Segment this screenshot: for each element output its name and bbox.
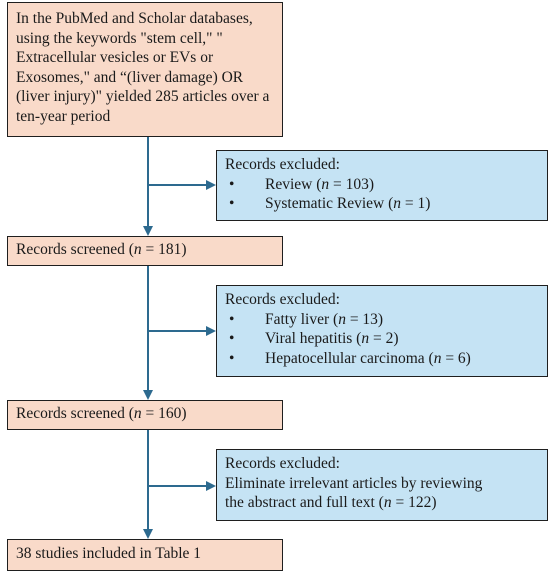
excluded-title-1: Records excluded: — [225, 156, 340, 173]
excluded-list-2: Fatty liver (n = 13) Viral hepatitis (n … — [225, 310, 539, 369]
excluded-text-3: Eliminate irrelevant articles by reviewi… — [225, 474, 483, 512]
list-item: Review (n = 103) — [225, 175, 539, 195]
included-box: 38 studies included in Table 1 — [7, 539, 283, 571]
list-item: Systematic Review (n = 1) — [225, 194, 539, 214]
excluded-box-3: Records excluded: Eliminate irrelevant a… — [216, 449, 548, 521]
screened-box-1: Records screened (n = 181) — [7, 236, 283, 266]
screened-box-2: Records screened (n = 160) — [7, 400, 283, 430]
excluded-title-3: Records excluded: — [225, 455, 340, 472]
identification-box: In the PubMed and Scholar databases, usi… — [7, 2, 283, 137]
excluded-box-2: Records excluded: Fatty liver (n = 13) V… — [216, 285, 548, 377]
list-item: Viral hepatitis (n = 2) — [225, 329, 539, 349]
included-text: 38 studies included in Table 1 — [16, 545, 202, 562]
excluded-list-1: Review (n = 103) Systematic Review (n = … — [225, 175, 539, 214]
excluded-box-1: Records excluded: Review (n = 103) Syste… — [216, 150, 548, 221]
list-item: Hepatocellular carcinoma (n = 6) — [225, 349, 539, 369]
excluded-title-2: Records excluded: — [225, 291, 340, 308]
identification-text: In the PubMed and Scholar databases, usi… — [16, 10, 270, 125]
list-item: Fatty liver (n = 13) — [225, 310, 539, 330]
